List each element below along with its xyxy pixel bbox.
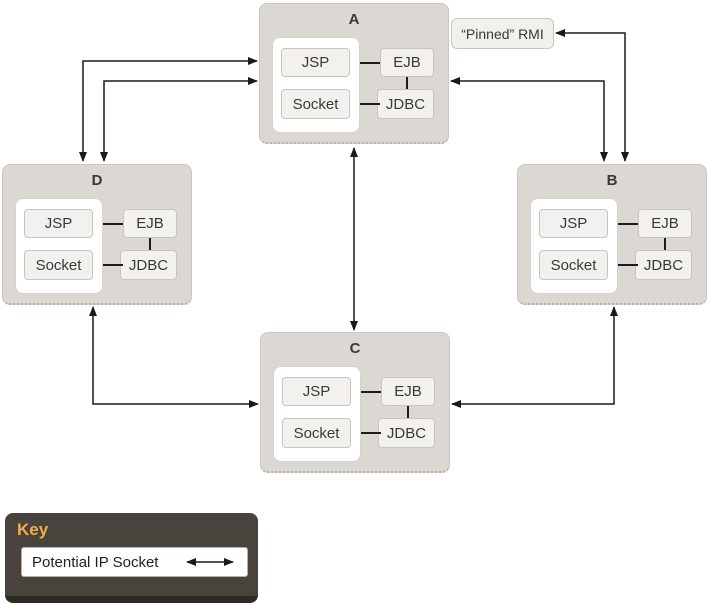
cluster-node-d: D JSP Socket EJB JDBC xyxy=(2,164,192,305)
ejb-box: EJB xyxy=(381,377,435,406)
jdbc-box: JDBC xyxy=(377,89,434,119)
edge-d-c xyxy=(89,306,259,408)
ejb-jdbc-connector xyxy=(407,406,409,418)
edge-b-c xyxy=(451,306,618,408)
key-item-potential-ip-socket: Potential IP Socket xyxy=(21,547,248,577)
key-title: Key xyxy=(17,520,49,539)
jsp-ejb-connector xyxy=(103,223,123,225)
jsp-ejb-connector xyxy=(361,391,381,393)
ejb-box: EJB xyxy=(123,209,177,238)
cluster-node-b: B JSP Socket EJB JDBC xyxy=(517,164,707,305)
socket-box: Socket xyxy=(539,250,608,280)
jdbc-box: JDBC xyxy=(378,418,435,448)
node-label: D xyxy=(91,172,103,189)
jsp-box: JSP xyxy=(539,209,608,238)
jsp-box: JSP xyxy=(282,377,351,406)
socket-box: Socket xyxy=(282,418,351,448)
double-headed-arrow-icon xyxy=(186,558,234,566)
node-label: A xyxy=(348,11,360,28)
edge-a-b xyxy=(450,77,608,162)
cluster-node-a: A JSP Socket EJB JDBC xyxy=(259,3,449,144)
jsp-box: JSP xyxy=(24,209,93,238)
key-legend: Key Potential IP Socket xyxy=(5,513,258,603)
socket-jdbc-connector xyxy=(618,264,638,266)
ejb-jdbc-connector xyxy=(406,77,408,89)
socket-box: Socket xyxy=(24,250,93,280)
cluster-node-c: C JSP Socket EJB JDBC xyxy=(260,332,450,473)
edge-d-a-lower xyxy=(100,77,258,162)
jsp-box: JSP xyxy=(281,48,350,77)
ejb-jdbc-connector xyxy=(664,238,666,250)
jsp-ejb-connector xyxy=(618,223,638,225)
jsp-ejb-connector xyxy=(360,62,380,64)
node-label: C xyxy=(349,340,361,357)
ejb-box: EJB xyxy=(380,48,434,77)
edge-d-a-upper xyxy=(79,57,258,162)
ejb-jdbc-connector xyxy=(149,238,151,250)
jdbc-box: JDBC xyxy=(120,250,177,280)
jdbc-box: JDBC xyxy=(635,250,692,280)
ejb-box: EJB xyxy=(638,209,692,238)
socket-box: Socket xyxy=(281,89,350,119)
node-label: B xyxy=(606,172,618,189)
socket-jdbc-connector xyxy=(361,432,381,434)
pinned-rmi-box: “Pinned” RMI xyxy=(451,18,554,49)
socket-jdbc-connector xyxy=(360,103,380,105)
socket-jdbc-connector xyxy=(103,264,123,266)
edge-rmi-b xyxy=(555,29,629,162)
key-item-label: Potential IP Socket xyxy=(32,553,159,571)
